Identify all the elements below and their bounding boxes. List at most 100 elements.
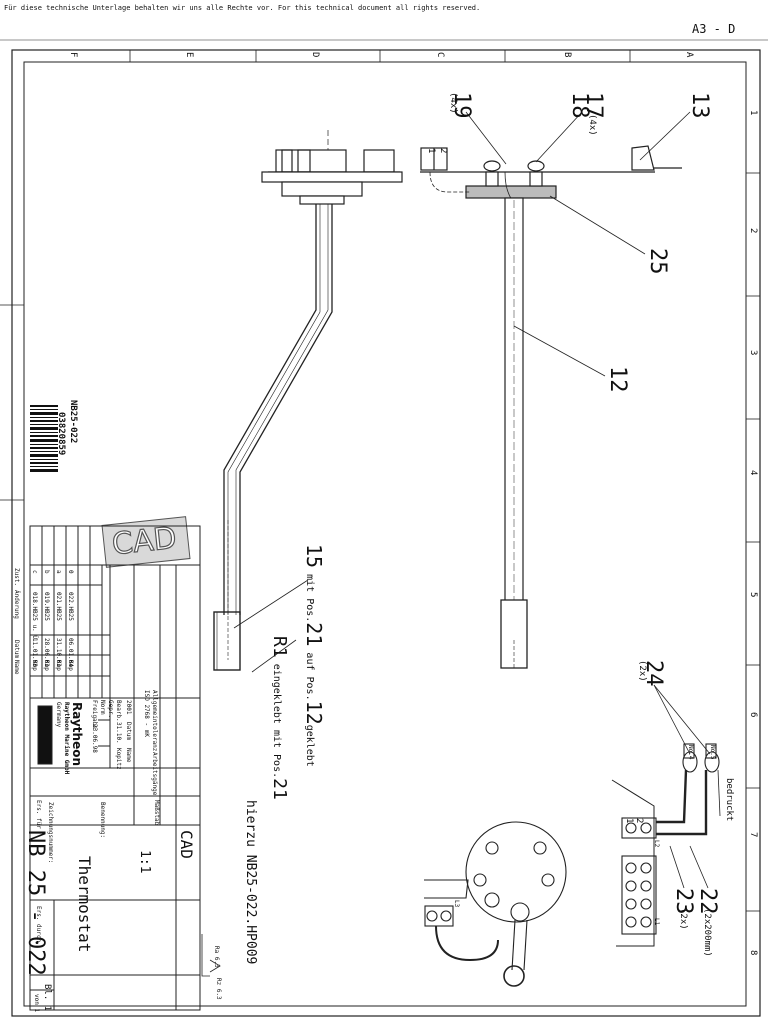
grid-row-f: F xyxy=(68,52,78,58)
leader-lines xyxy=(233,111,721,889)
label-l1: L1 xyxy=(653,918,660,926)
note-r1: R1 eingeklebt mit Pos.21 xyxy=(269,636,290,800)
surface-ra: Ra 6.3 xyxy=(213,946,220,968)
title-designation-label: Benennung: xyxy=(99,802,106,839)
callout-12: 12 xyxy=(605,366,630,393)
label-l3: L3 xyxy=(453,900,460,908)
rev-0-change: 022.HB25 xyxy=(67,592,74,621)
company-logo: Raytheon xyxy=(70,702,84,766)
grid-col-1: 1 xyxy=(748,110,758,116)
rev-3-index: c xyxy=(31,570,38,574)
title-replaces: Ers. für xyxy=(35,800,42,829)
inner-frame xyxy=(23,61,747,1007)
lug-label-1: No.4 xyxy=(687,745,694,760)
grid-col-2: 2 xyxy=(748,228,758,234)
note-15-text-b: auf Pos. xyxy=(304,652,315,701)
tolerance-label: Allgemeintoleranz xyxy=(151,690,158,752)
wiring-detail xyxy=(424,743,720,987)
sheet-format: A3 - D xyxy=(692,22,736,36)
rev-3-change: 018.HB25 u. Ü xyxy=(31,592,38,639)
role-0-name: Kopitz xyxy=(115,748,122,770)
role-2: Norm xyxy=(99,700,106,715)
grid-col-5: 5 xyxy=(748,592,758,598)
surface-finish-symbol xyxy=(201,934,221,977)
right-zone-ticks xyxy=(746,172,760,912)
title-drawing-no: NB 25 - 022 xyxy=(23,830,48,976)
top-zone-ticks xyxy=(129,50,631,62)
role-1: Gepr. xyxy=(107,700,114,719)
grid-col-7: 7 xyxy=(748,832,758,838)
note-hierzu: hierzu NB25-022.HP009 xyxy=(243,800,258,965)
callout-18: 18 xyxy=(567,92,592,119)
rev-2-change: 019.HB25 xyxy=(43,592,50,621)
callout-23-qty: (2x) xyxy=(678,908,688,930)
rev-0-name: Kop xyxy=(67,660,74,671)
note-15-num: 15 xyxy=(302,544,326,569)
note-r1-num: R1 xyxy=(269,636,290,658)
rev-2-index: b xyxy=(43,570,50,574)
rev-0-index: 0 xyxy=(67,570,74,574)
rev-header-name: Name xyxy=(13,660,20,675)
grid-row-a: A xyxy=(684,52,694,58)
terminal-1: 1 xyxy=(426,148,436,154)
straight-tube-view xyxy=(420,145,682,669)
terminal-label-1: 2 xyxy=(634,818,644,824)
grid-col-3: 3 xyxy=(748,350,758,356)
note-15-pos2: 12 xyxy=(302,700,326,725)
cad-stamp xyxy=(101,516,191,568)
title-block xyxy=(29,525,201,1011)
rev-1-change: 021.HB25 xyxy=(55,592,62,621)
title-drawing-no-label: Zeichnungsnummer: xyxy=(47,802,54,864)
note-15-pos: 21 xyxy=(302,622,326,647)
outer-frame xyxy=(11,49,761,1017)
callout-22-qty: (2x200mm) xyxy=(702,908,712,957)
barcode-doc: NB25-022 xyxy=(68,400,78,444)
barcode xyxy=(30,405,58,472)
note-15: 15 mit Pos.21 auf Pos.12geklebt xyxy=(302,544,326,767)
note-r1-pos: 21 xyxy=(269,778,290,800)
lug-label-2: No.5 xyxy=(709,745,716,760)
workpiece-label: Arbeitsgänge xyxy=(151,752,158,796)
barcode-number: 03820859 xyxy=(56,412,66,456)
rev-header-change: Änderung xyxy=(13,590,20,619)
cad-stamp-text: CAD xyxy=(110,520,179,563)
note-15-text-c: geklebt xyxy=(304,724,315,767)
callout-13: 13 xyxy=(687,92,712,119)
title-col-date: Datum xyxy=(125,722,132,741)
title-sheet: Bl. 1 xyxy=(42,984,52,1012)
title-col-name: Name xyxy=(125,748,132,763)
role-3-date: 23.06.98 xyxy=(91,724,98,753)
title-cad: CAD xyxy=(177,830,196,859)
grid-row-d: D xyxy=(310,52,320,58)
company-sub: Raytheon Marine GmbH xyxy=(63,702,70,775)
title-year: 2001 xyxy=(125,700,132,715)
rev-2-name: Kop xyxy=(43,660,50,671)
label-l2: L2 xyxy=(653,840,660,848)
role-0: Bearb. xyxy=(115,700,122,722)
grid-col-6: 6 xyxy=(748,712,758,718)
callout-25: 25 xyxy=(645,248,670,275)
title-designation: Thermostat xyxy=(75,856,94,953)
rev-1-index: a xyxy=(55,570,62,574)
title-sheet-of: von 1 xyxy=(33,994,40,1013)
label-bedruckt: bedruckt xyxy=(724,778,734,822)
terminal-label-2: 1 xyxy=(624,818,634,824)
grid-row-c: C xyxy=(435,52,445,58)
terminal-2: 2 xyxy=(438,148,448,154)
note-15-text-a: mit Pos. xyxy=(304,574,315,623)
grid-row-b: B xyxy=(562,52,572,58)
grid-col-8: 8 xyxy=(748,950,758,956)
title-scale-label: Maßstab xyxy=(153,800,160,826)
company-country: Germany xyxy=(55,702,62,728)
role-0-date: 31.10. xyxy=(115,722,122,744)
rev-3-name: Kop xyxy=(31,660,38,671)
copyright-note: Für diese technische Unterlage behalten … xyxy=(4,4,481,12)
grid-row-e: E xyxy=(184,52,194,58)
bent-tube-view xyxy=(213,130,403,671)
grid-col-4: 4 xyxy=(748,470,758,476)
title-scale-value: 1:1 xyxy=(137,850,152,874)
tolerance-value: ISO 2768 - mK xyxy=(143,690,150,737)
rev-header-index: Zust. xyxy=(13,568,20,587)
rev-1-name: Kop xyxy=(55,660,62,671)
